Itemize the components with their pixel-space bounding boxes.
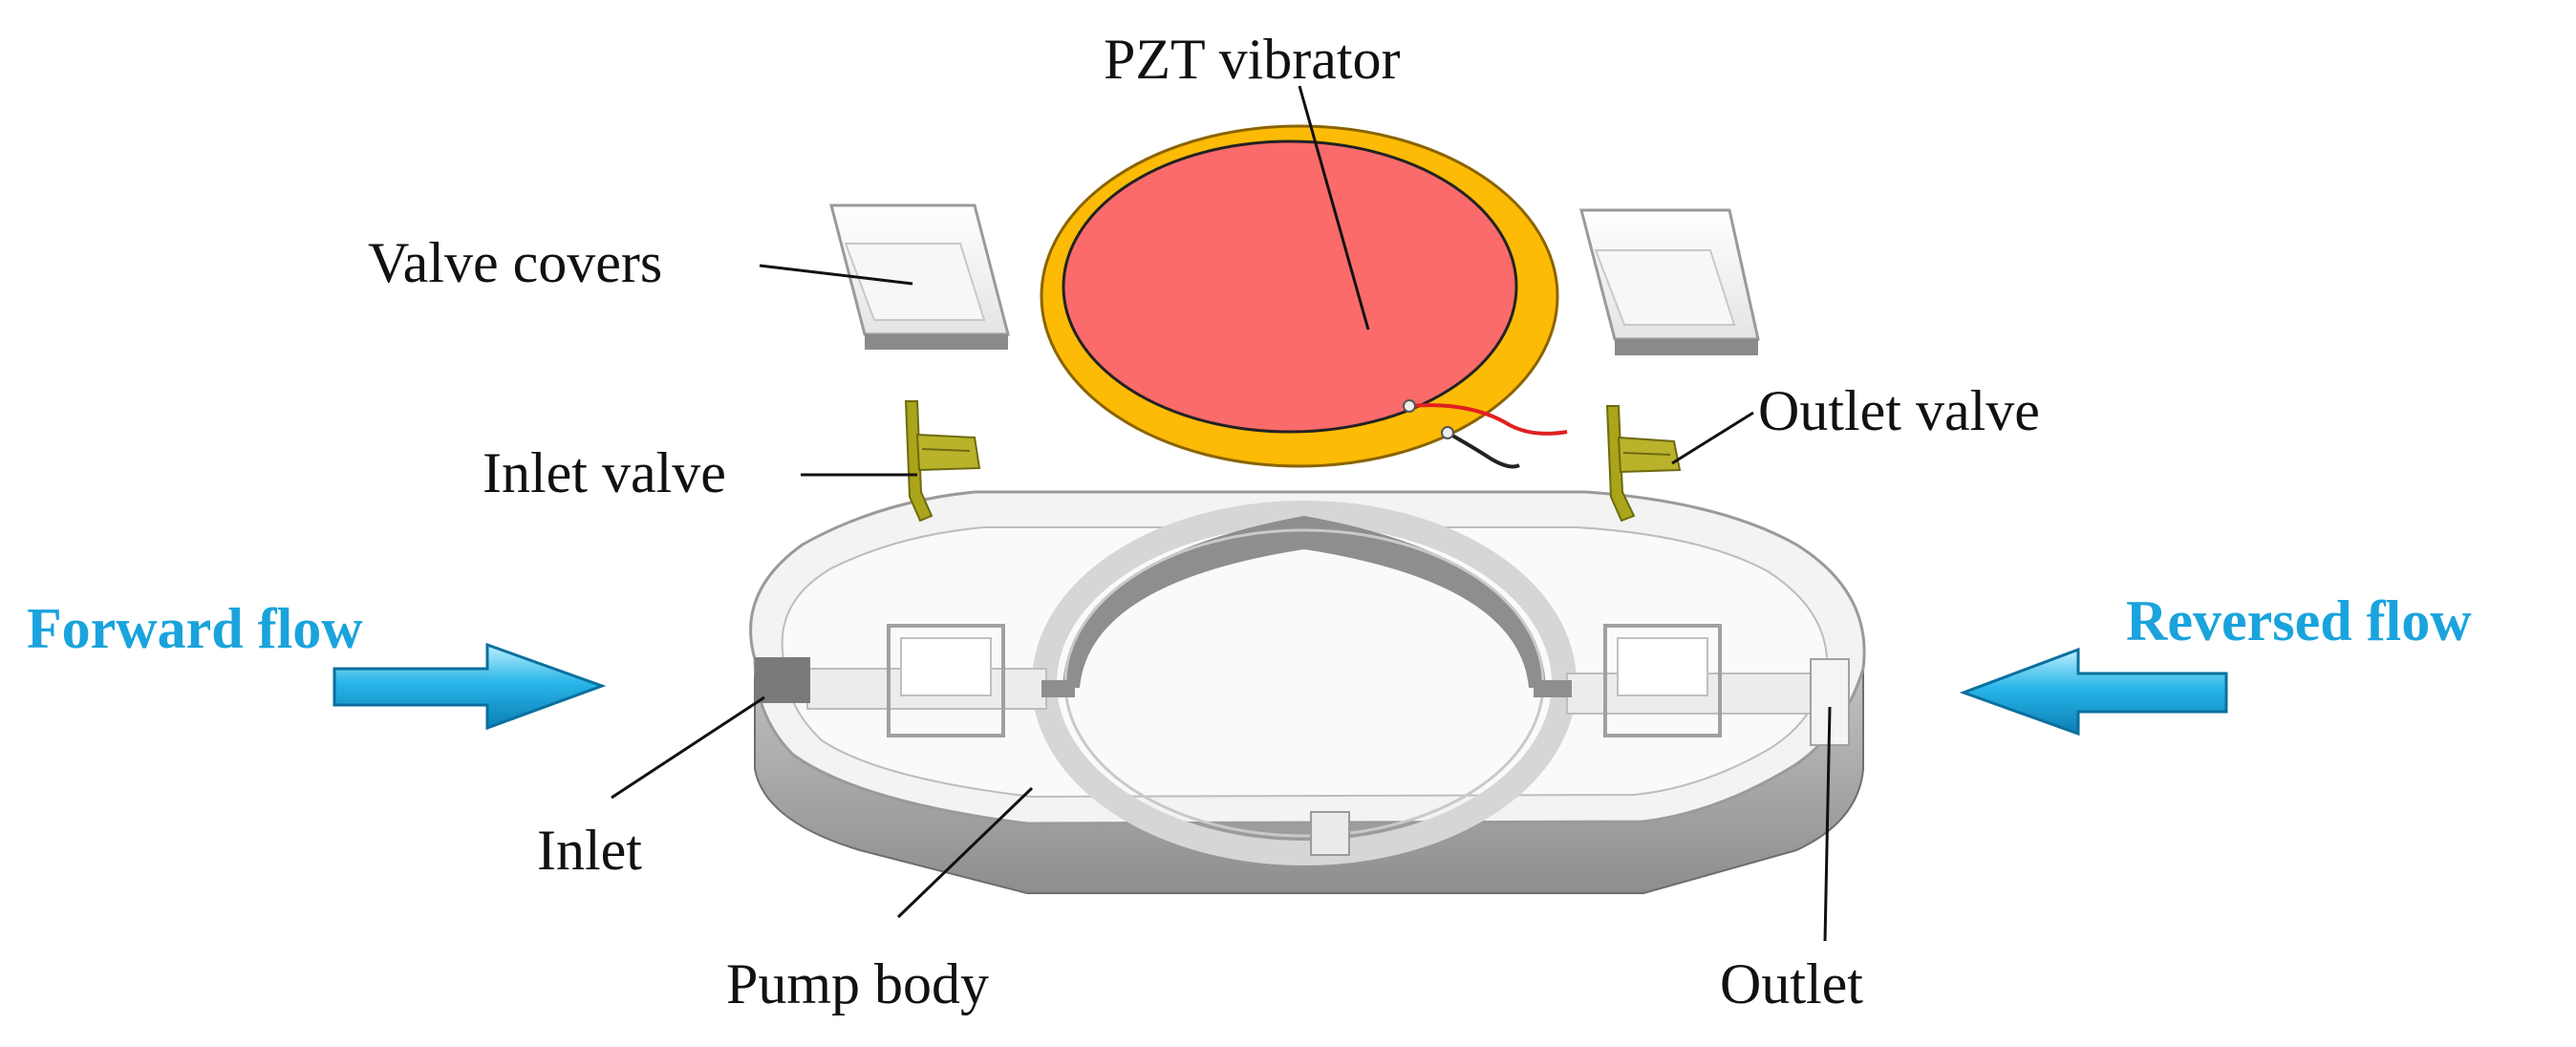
pzt-ceramic-disc <box>1062 139 1518 434</box>
valve-cover-right <box>1579 208 1760 355</box>
leader-outlet-valve <box>1671 411 1754 465</box>
label-reversed-flow: Reversed flow <box>2126 589 2472 652</box>
leader-valve-covers <box>759 264 913 286</box>
label-inlet-valve: Inlet valve <box>483 441 726 504</box>
pzt-wire-red <box>1408 403 1568 436</box>
pzt-wire-black <box>1447 431 1520 469</box>
inlet-valve-seat <box>887 624 1005 737</box>
outlet-valve <box>1605 405 1682 523</box>
forward-flow-arrow <box>333 642 607 731</box>
leader-pump-body <box>896 786 1034 919</box>
label-valve-covers: Valve covers <box>368 231 662 294</box>
label-outlet-valve: Outlet valve <box>1758 379 2040 442</box>
label-forward-flow: Forward flow <box>27 597 363 660</box>
label-pzt-vibrator: PZT vibrator <box>1104 28 1401 91</box>
inlet-valve <box>904 400 981 523</box>
label-pump-body: Pump body <box>726 952 989 1015</box>
inlet-port <box>755 657 810 703</box>
pump-chamber-inner-wall <box>1063 516 1546 688</box>
leader-pzt-vibrator <box>1298 85 1370 331</box>
leader-outlet <box>1823 706 1832 942</box>
pzt-vibrator <box>1040 124 1568 469</box>
valve-cover-left <box>829 203 1010 350</box>
pump-body <box>749 490 1866 894</box>
leader-inlet <box>611 695 765 800</box>
reversed-flow-arrow <box>1959 647 2228 737</box>
label-outlet: Outlet <box>1720 952 1863 1015</box>
label-inlet: Inlet <box>537 819 642 882</box>
outlet-valve-seat <box>1603 624 1722 737</box>
